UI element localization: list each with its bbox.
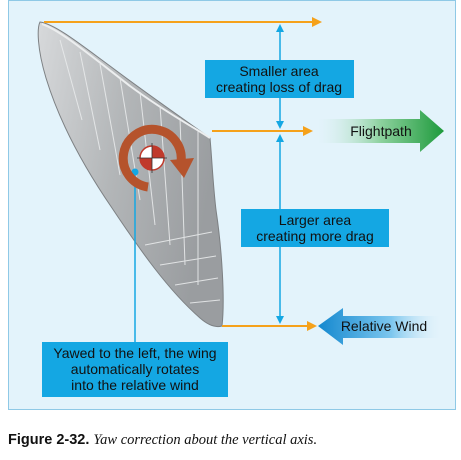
- arrow-head-bottom: [307, 321, 317, 331]
- yaw-diagram: Smaller area creating loss of drag Large…: [37, 17, 444, 397]
- larger-area-label: Larger area creating more drag: [241, 209, 389, 247]
- caption-number: Figure 2-32.: [8, 432, 90, 448]
- rotation-arrow-icon: [118, 124, 194, 192]
- svg-text:creating more drag: creating more drag: [256, 228, 374, 244]
- drag-arrows: [44, 17, 322, 331]
- relative-wind-arrow: Relative Wind: [318, 308, 440, 345]
- svg-text:into the relative wind: into the relative wind: [71, 377, 199, 393]
- smaller-area-label: Smaller area creating loss of drag: [205, 60, 354, 98]
- relative-wind-label: Relative Wind: [341, 318, 427, 334]
- flightpath-arrow: Flightpath: [318, 110, 444, 152]
- svg-text:Yawed to the left, the wing: Yawed to the left, the wing: [53, 345, 216, 361]
- figure-caption: Figure 2-32. Yaw correction about the ve…: [8, 432, 458, 449]
- svg-text:Smaller area: Smaller area: [239, 63, 319, 79]
- cg-symbol-icon: [137, 143, 167, 173]
- svg-text:Larger area: Larger area: [279, 212, 352, 228]
- svg-text:creating loss of drag: creating loss of drag: [216, 79, 342, 95]
- arrow-head-middle: [303, 126, 313, 136]
- svg-text:automatically rotates: automatically rotates: [71, 361, 199, 377]
- flightpath-label: Flightpath: [350, 123, 411, 139]
- yawed-label: Yawed to the left, the wing automaticall…: [42, 342, 228, 397]
- arrow-head-top: [312, 17, 322, 27]
- caption-text: Yaw correction about the vertical axis.: [93, 432, 318, 448]
